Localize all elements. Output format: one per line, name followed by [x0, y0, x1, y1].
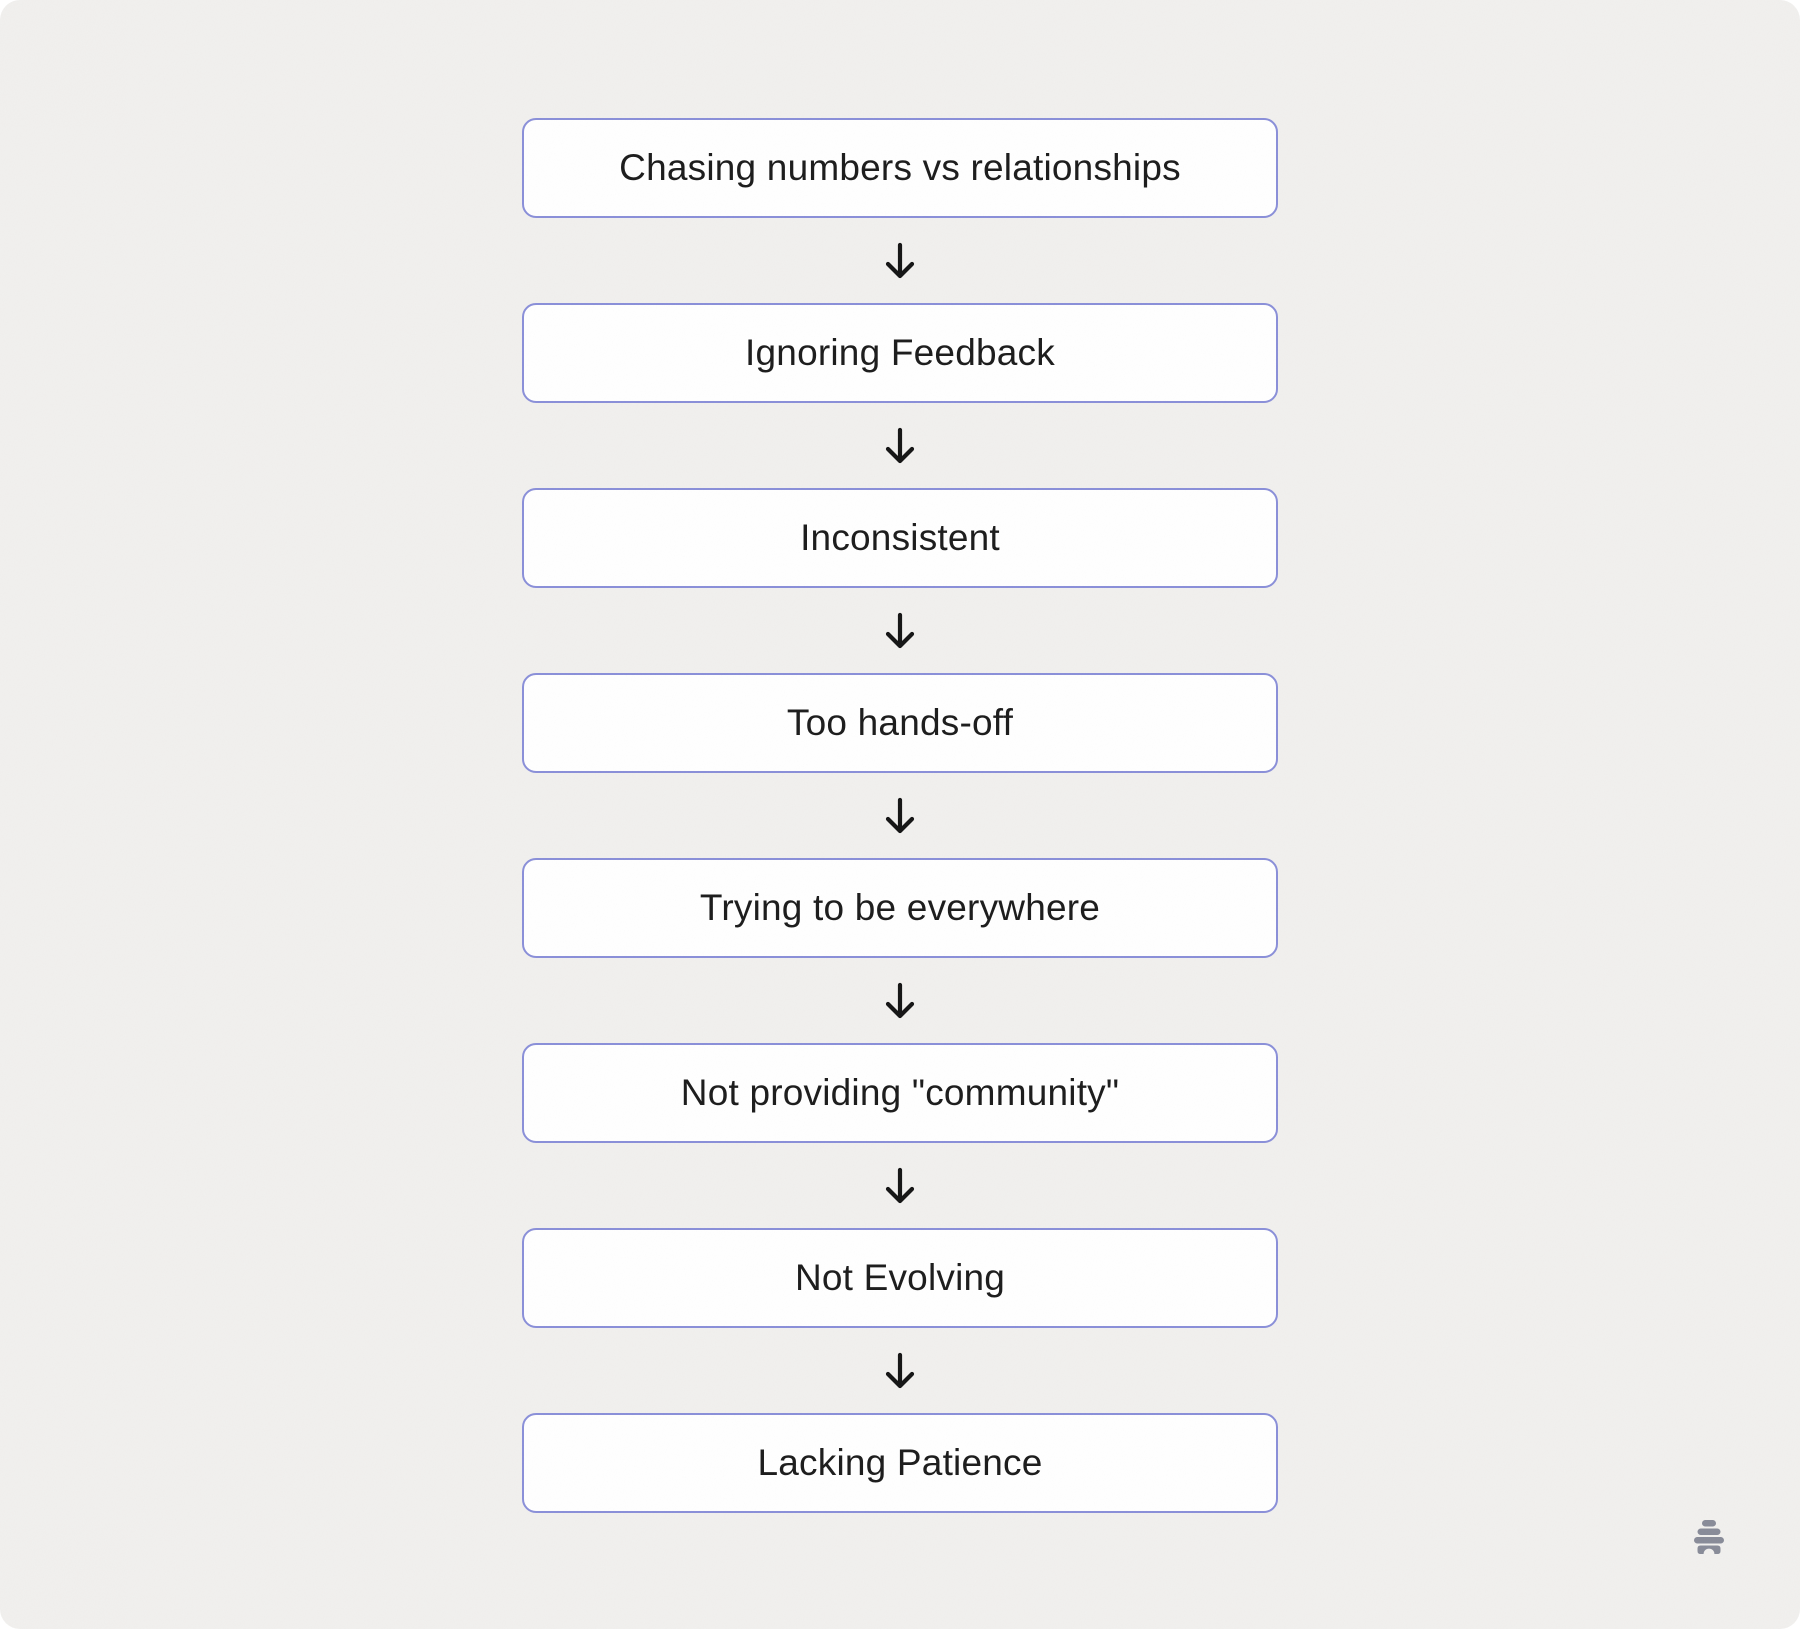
- flow-step-box: Not providing "community": [522, 1043, 1278, 1143]
- flow-step-box: Not Evolving: [522, 1228, 1278, 1328]
- down-arrow-icon: [885, 427, 915, 463]
- down-arrow-icon: [885, 242, 915, 278]
- flow-step-box: Ignoring Feedback: [522, 303, 1278, 403]
- arrow-row: [522, 1328, 1278, 1413]
- flow-step-label: Chasing numbers vs relationships: [619, 147, 1181, 188]
- beehiiv-logo-icon: [1693, 1520, 1725, 1554]
- flow-step-label: Trying to be everywhere: [699, 887, 1101, 928]
- arrow-row: [522, 403, 1278, 488]
- flow-step-label: Not Evolving: [794, 1257, 1006, 1298]
- down-arrow-icon: [885, 982, 915, 1018]
- arrow-row: [522, 1143, 1278, 1228]
- flow-step-box: Too hands-off: [522, 673, 1278, 773]
- flow-step-label: Ignoring Feedback: [745, 332, 1055, 373]
- down-arrow-icon: [885, 797, 915, 833]
- flow-step-label: Too hands-off: [786, 702, 1014, 743]
- arrow-row: [522, 218, 1278, 303]
- down-arrow-icon: [885, 1167, 915, 1203]
- flow-step-box: Trying to be everywhere: [522, 858, 1278, 958]
- arrow-row: [522, 958, 1278, 1043]
- flow-step-box: Inconsistent: [522, 488, 1278, 588]
- arrow-row: [522, 773, 1278, 858]
- flow-step-label: Lacking Patience: [757, 1442, 1043, 1483]
- down-arrow-icon: [885, 1352, 915, 1388]
- flow-step-box: Chasing numbers vs relationships: [522, 118, 1278, 218]
- down-arrow-icon: [885, 612, 915, 648]
- arrow-row: [522, 588, 1278, 673]
- flow-step-label: Not providing "community": [680, 1072, 1120, 1113]
- flowchart: Chasing numbers vs relationships Ignorin…: [522, 118, 1278, 1513]
- flow-step-label: Inconsistent: [800, 517, 1000, 558]
- flow-step-box: Lacking Patience: [522, 1413, 1278, 1513]
